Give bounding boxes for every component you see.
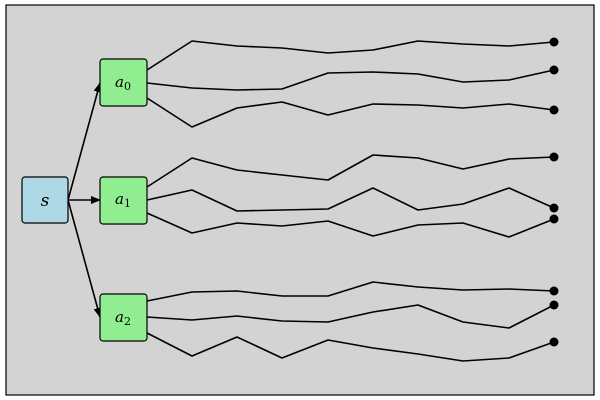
action-node-a1: a1 bbox=[99, 176, 148, 225]
action-label: a0 bbox=[115, 73, 131, 93]
edge-s-to-a2 bbox=[67, 199, 102, 318]
terminal-node bbox=[549, 300, 559, 310]
terminal-node bbox=[549, 203, 559, 213]
rollout-a1-3 bbox=[146, 212, 555, 238]
action-node-a0: a0 bbox=[99, 58, 148, 107]
terminal-node bbox=[549, 214, 559, 224]
action-label: a1 bbox=[115, 190, 131, 210]
rollout-a2-1 bbox=[146, 281, 555, 302]
rollout-a1-2 bbox=[146, 187, 555, 212]
terminal-node bbox=[549, 105, 559, 115]
terminal-node bbox=[549, 152, 559, 162]
terminal-node bbox=[549, 65, 559, 75]
state-label: s bbox=[41, 191, 50, 211]
terminal-node bbox=[549, 37, 559, 47]
terminal-node bbox=[549, 286, 559, 296]
state-node: s bbox=[21, 176, 69, 224]
rollout-a0-1 bbox=[146, 40, 555, 71]
rollout-a2-2 bbox=[146, 304, 555, 329]
terminal-node bbox=[549, 337, 559, 347]
edge-s-to-a0 bbox=[67, 82, 102, 201]
rollout-a2-3 bbox=[146, 332, 555, 362]
rollout-a0-2 bbox=[146, 69, 555, 91]
action-label: a2 bbox=[115, 308, 131, 328]
rollout-a1-1 bbox=[146, 154, 555, 188]
action-node-a2: a2 bbox=[99, 293, 148, 342]
rollout-a0-3 bbox=[146, 97, 555, 128]
